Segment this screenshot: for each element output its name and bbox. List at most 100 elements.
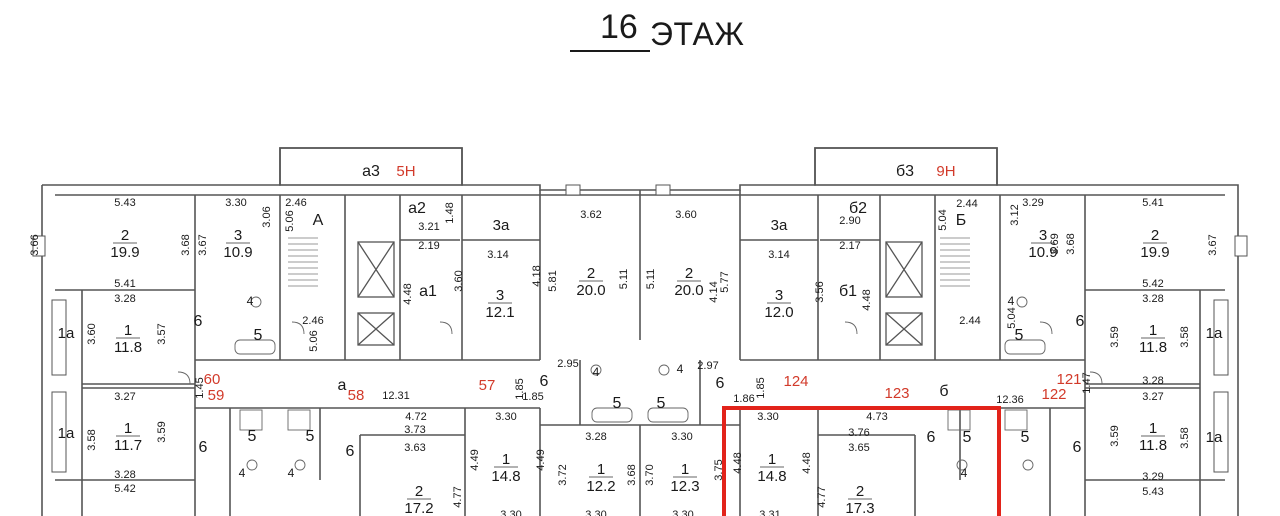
label-5-4: 5: [248, 428, 257, 445]
label-5-7: 5: [1021, 429, 1030, 446]
window-c1: [565, 184, 581, 196]
dim-d373: 3.73: [404, 424, 425, 436]
dim-d290: 2.90: [839, 215, 860, 227]
label-4-3: 4: [288, 466, 295, 480]
label-4-0: 4: [593, 365, 600, 379]
dim-d358: 3.58: [1179, 326, 1191, 347]
room-right-1-area: 11.8: [1139, 339, 1167, 356]
label-5-0: 5: [254, 327, 263, 344]
room-bottom-2b-area: 17.3: [845, 500, 874, 516]
room-right-3-number: 3: [1039, 227, 1047, 244]
room-bottom-1c-number: 1: [681, 461, 689, 478]
elevator-right-2: [885, 312, 923, 346]
balcony-b3: [814, 147, 998, 186]
window-left-top: [32, 235, 46, 257]
room-center-2a-area: 20.0: [576, 282, 605, 299]
dim-d244: 2.44: [956, 198, 977, 210]
room-right-3-area: 10.9: [1028, 244, 1057, 261]
dim-d543b: 5.43: [1142, 486, 1163, 498]
label-4-6: 4: [247, 294, 254, 308]
dim-d1236: 12.36: [996, 394, 1024, 406]
room-left-3-number: 3: [234, 227, 242, 244]
label-6-5: 6: [346, 443, 355, 460]
dim-d542b: 5.42: [114, 483, 135, 495]
dim-d306: 3.06: [261, 206, 273, 227]
elevator-left-2: [357, 312, 395, 346]
dim-d186: 1.86: [733, 393, 754, 405]
red-label-123: 123: [884, 385, 909, 402]
room-bottom-1d-area: 14.8: [757, 468, 786, 485]
room-bottom-2a-area: 17.2: [404, 500, 433, 516]
dim-d360b: 3.60: [453, 270, 465, 291]
room-bottom-2a-number: 2: [415, 483, 423, 500]
dim-d328: 3.28: [114, 293, 135, 305]
dim-d330: 3.30: [757, 411, 778, 423]
label-corridor-b: б: [939, 383, 948, 400]
red-label-9H: 9Н: [936, 163, 955, 180]
dim-d359: 3.59: [1109, 326, 1121, 347]
windows: [32, 184, 1248, 473]
dim-d314: 3.14: [487, 249, 508, 261]
dim-d543: 5.43: [114, 197, 135, 209]
dim-d244: 2.44: [959, 315, 980, 327]
room-right-1b-area: 11.8: [1139, 437, 1167, 454]
elevator-left-1: [357, 241, 395, 298]
window-right-1a-b: [1213, 391, 1229, 473]
dim-d506: 5.06: [308, 330, 320, 351]
label-6-1: 6: [1076, 313, 1085, 330]
dim-d418: 4.18: [531, 265, 543, 286]
dim-d448: 4.48: [861, 289, 873, 310]
window-right-top: [1234, 235, 1248, 257]
red-label-122: 122: [1041, 386, 1066, 403]
room-bottom-1c-area: 12.3: [670, 478, 699, 495]
dim-d185: 1.85: [514, 378, 526, 399]
dim-d367: 3.67: [1207, 234, 1219, 255]
dim-d328: 3.28: [114, 469, 135, 481]
label-6-4: 6: [199, 439, 208, 456]
window-left-1a: [51, 299, 67, 376]
floor-title-underline: [570, 50, 650, 52]
dim-d217: 2.17: [839, 240, 860, 252]
room-bottom-1b-area: 12.2: [586, 478, 615, 495]
dim-d504: 5.04: [937, 209, 949, 230]
dim-d448: 4.48: [402, 283, 414, 304]
label-b3: б3: [896, 163, 914, 180]
window-c2: [655, 184, 671, 196]
dim-d473: 4.73: [866, 411, 887, 423]
dim-d330: 3.30: [495, 411, 516, 423]
dim-d363: 3.63: [404, 442, 425, 454]
room-center-3b-area: 12.0: [764, 304, 793, 321]
dim-d368: 3.68: [626, 464, 638, 485]
dim-d331: 3.31: [759, 509, 780, 516]
elevators: [357, 241, 923, 346]
dim-d185: 1.85: [522, 391, 543, 403]
label-3a-right: 3а: [771, 217, 788, 234]
label-4-4: 4: [961, 466, 968, 480]
dim-d312: 3.12: [1009, 204, 1021, 225]
label-stair-B: Б: [956, 212, 967, 229]
room-left-1b-number: 1: [124, 420, 132, 437]
dim-d359: 3.59: [156, 421, 168, 442]
dim-d414: 4.14: [708, 281, 720, 302]
dim-d448: 4.48: [732, 452, 744, 473]
room-bottom-1a-number: 1: [502, 451, 510, 468]
dim-d367: 3.67: [197, 234, 209, 255]
red-label-58: 58: [348, 387, 365, 404]
room-left-3-area: 10.9: [223, 244, 252, 261]
dim-d329: 3.29: [1142, 471, 1163, 483]
room-center-2b-number: 2: [685, 265, 693, 282]
label-6-2: 6: [540, 373, 549, 390]
elevator-right-1: [885, 241, 923, 298]
dim-d511: 5.11: [618, 269, 630, 290]
dim-d1231: 12.31: [382, 390, 410, 402]
room-left-1-number: 1: [124, 322, 132, 339]
label-3a-left: 3а: [493, 217, 510, 234]
room-right-2-number: 2: [1151, 227, 1159, 244]
room-bottom-1b-number: 1: [597, 461, 605, 478]
dim-d370: 3.70: [644, 464, 656, 485]
dim-d376: 3.76: [848, 427, 869, 439]
room-center-3b-number: 3: [775, 287, 783, 304]
dim-d359: 3.59: [1109, 425, 1121, 446]
dim-d330: 3.30: [500, 509, 521, 516]
